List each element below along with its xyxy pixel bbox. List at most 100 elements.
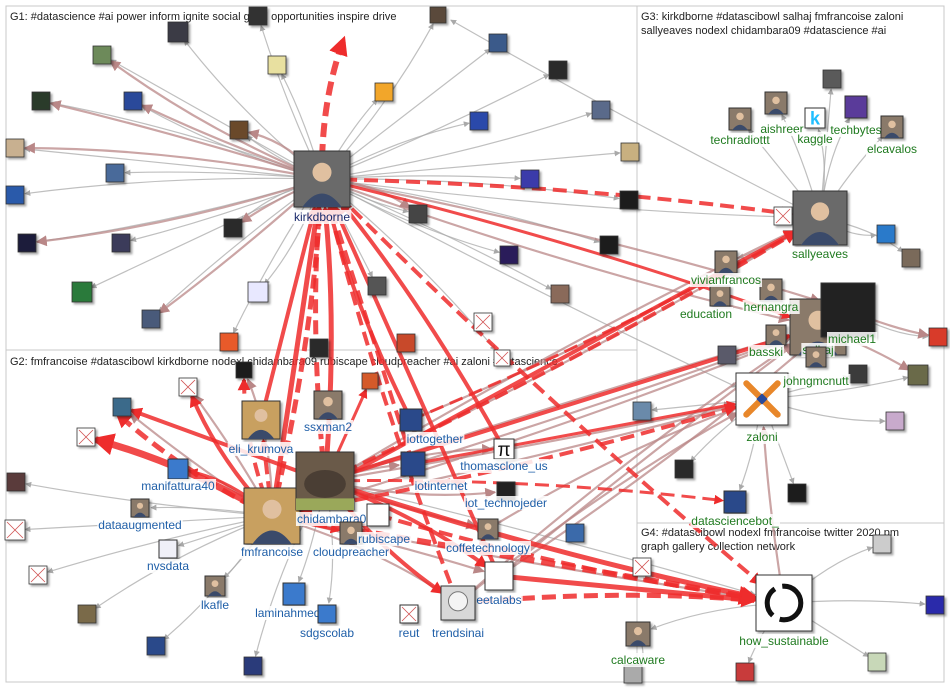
node-zaloni[interactable]: zaloni	[736, 373, 788, 444]
node-how-sustainable[interactable]: how_sustainable	[738, 575, 830, 648]
node-fmfrancoise[interactable]: fmfrancoise	[240, 488, 304, 559]
account-node[interactable]	[248, 282, 268, 302]
account-node[interactable]	[7, 473, 25, 491]
account-node[interactable]	[142, 310, 160, 328]
account-node[interactable]	[224, 219, 242, 237]
account-node[interactable]	[249, 7, 267, 25]
avatar-thumbnail	[409, 205, 427, 223]
account-node[interactable]	[633, 558, 651, 576]
account-node[interactable]	[310, 339, 328, 357]
node-iot-technojeder[interactable]: iot_technojeder	[464, 482, 548, 510]
avatar-thumbnail	[929, 328, 947, 346]
account-node[interactable]	[877, 225, 895, 243]
account-node[interactable]	[230, 121, 248, 139]
account-node[interactable]	[6, 139, 24, 157]
avatar-thumbnail	[549, 61, 567, 79]
account-node[interactable]	[29, 566, 47, 584]
account-node[interactable]	[220, 333, 238, 351]
account-node[interactable]	[621, 143, 639, 161]
face-shape	[888, 121, 895, 128]
node-aishreer[interactable]: aishreer	[759, 92, 804, 136]
node-dataaugmented[interactable]: dataaugmented	[97, 499, 182, 532]
account-node[interactable]	[147, 637, 165, 655]
account-node[interactable]	[868, 653, 886, 671]
account-node[interactable]	[521, 170, 539, 188]
account-node[interactable]	[788, 484, 806, 502]
account-node[interactable]	[929, 328, 947, 346]
account-node[interactable]	[675, 460, 693, 478]
account-node[interactable]	[549, 61, 567, 79]
node-techbytes[interactable]: techbytes	[829, 96, 882, 137]
account-node[interactable]	[736, 663, 754, 681]
avatar-thumbnail	[32, 92, 50, 110]
node-calcaware[interactable]: calcaware	[610, 622, 666, 667]
account-node[interactable]	[551, 285, 569, 303]
account-node[interactable]	[849, 365, 867, 383]
account-node[interactable]	[886, 412, 904, 430]
node-lkafle[interactable]: lkafle	[200, 576, 230, 612]
node-nvsdata[interactable]: nvsdata	[146, 540, 190, 573]
account-node[interactable]	[18, 234, 36, 252]
account-node[interactable]	[823, 70, 841, 88]
edge-gray	[322, 113, 592, 179]
avatar-thumbnail	[113, 398, 131, 416]
tile-icon	[845, 96, 867, 118]
account-node[interactable]	[179, 378, 197, 396]
account-node[interactable]	[375, 83, 393, 101]
edge-red	[261, 208, 315, 420]
account-node[interactable]	[124, 92, 142, 110]
account-node[interactable]	[78, 605, 96, 623]
account-node[interactable]	[397, 334, 415, 352]
account-node[interactable]	[168, 22, 188, 42]
account-node[interactable]	[774, 207, 792, 225]
account-node[interactable]	[926, 596, 944, 614]
account-node[interactable]	[489, 34, 507, 52]
avatar-thumbnail	[72, 282, 92, 302]
account-node[interactable]	[902, 249, 920, 267]
face-shape	[722, 256, 729, 263]
node-datasciencebot-[interactable]: datasciencebot_	[690, 491, 780, 528]
account-node[interactable]	[368, 277, 386, 295]
account-node[interactable]	[32, 92, 50, 110]
account-node[interactable]	[244, 657, 262, 675]
account-node[interactable]	[106, 164, 124, 182]
account-node[interactable]	[474, 313, 492, 331]
account-node[interactable]	[494, 350, 510, 366]
account-node[interactable]	[620, 191, 638, 209]
account-node[interactable]	[93, 46, 111, 64]
account-node[interactable]	[409, 205, 427, 223]
account-node[interactable]	[873, 535, 891, 553]
account-node[interactable]	[6, 186, 24, 204]
avatar-thumbnail	[823, 70, 841, 88]
account-node[interactable]	[113, 398, 131, 416]
node-label: education	[680, 307, 732, 321]
account-node[interactable]	[268, 56, 286, 74]
avatar-thumbnail	[873, 535, 891, 553]
account-node[interactable]	[236, 362, 252, 378]
node-michael1[interactable]: michael1	[821, 283, 877, 346]
node-basski[interactable]: basski	[748, 325, 786, 359]
account-node[interactable]	[470, 112, 488, 130]
account-node[interactable]	[500, 246, 518, 264]
node-ssxman2[interactable]: ssxman2	[303, 391, 353, 434]
node-sallyeaves[interactable]: sallyeaves	[791, 191, 849, 261]
account-node[interactable]	[600, 236, 618, 254]
avatar-thumbnail	[551, 285, 569, 303]
account-node[interactable]	[362, 373, 378, 389]
account-node[interactable]	[908, 365, 928, 385]
avatar-thumbnail	[500, 246, 518, 264]
account-node[interactable]	[112, 234, 130, 252]
account-node[interactable]	[624, 665, 642, 683]
account-node[interactable]	[718, 346, 736, 364]
account-node[interactable]	[77, 428, 95, 446]
account-node[interactable]	[430, 7, 446, 23]
account-node[interactable]	[633, 402, 651, 420]
account-node[interactable]	[566, 524, 584, 542]
account-node[interactable]	[592, 101, 610, 119]
avatar-thumbnail	[489, 34, 507, 52]
node-kirkdborne[interactable]: kirkdborne	[293, 151, 351, 224]
account-node[interactable]	[72, 282, 92, 302]
node-reut[interactable]: reut	[398, 605, 421, 640]
node-label: sdgscolab	[300, 626, 354, 640]
account-node[interactable]	[5, 520, 25, 540]
